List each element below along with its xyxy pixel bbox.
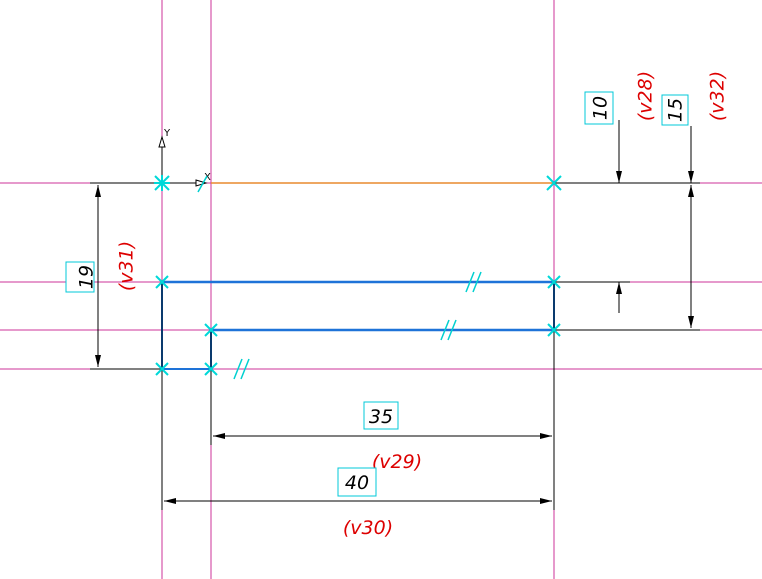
dimension-40-value[interactable]: 40 <box>345 472 369 494</box>
y-axis-label: Y <box>163 128 171 139</box>
dimension-15-variable: (v32) <box>707 71 729 121</box>
sketch-point[interactable] <box>547 275 561 289</box>
dimension-35-value[interactable]: 35 <box>369 406 393 428</box>
dimension-19[interactable]: 19 <box>65 261 98 293</box>
dimension-10-value[interactable]: 10 <box>590 96 612 120</box>
dimension-15-value[interactable]: 15 <box>665 98 687 122</box>
parallel-icon[interactable] <box>233 358 250 380</box>
dimension-lines <box>95 120 694 504</box>
sketch-point[interactable] <box>155 362 169 376</box>
dimension-15[interactable]: 15 <box>661 94 689 126</box>
sketch-point[interactable] <box>547 323 561 337</box>
dimension-19-variable: (v31) <box>116 241 138 291</box>
x-axis-label: X <box>204 172 211 183</box>
sketch-point[interactable] <box>204 362 218 376</box>
sketch-point[interactable] <box>204 323 218 337</box>
y-axis-arrow-icon <box>158 135 166 148</box>
dimension-19-value[interactable]: 19 <box>76 265 98 289</box>
x-axis-arrow-icon <box>195 179 208 187</box>
origin-axes: Y X <box>158 128 211 193</box>
dimension-10[interactable]: 10 <box>584 91 614 125</box>
dimension-40-variable: (v30) <box>343 517 393 539</box>
sketch-points <box>154 175 562 376</box>
dimension-10-variable: (v28) <box>635 71 657 121</box>
dimension-40[interactable]: 40 <box>337 467 377 497</box>
sketch-point[interactable] <box>546 175 562 191</box>
parallel-icon[interactable] <box>465 271 482 293</box>
sketch-point-origin[interactable] <box>154 175 170 191</box>
parallel-icon[interactable] <box>440 319 457 341</box>
sketch-geometry <box>161 182 555 370</box>
parallel-constraints <box>233 271 482 380</box>
dimension-35[interactable]: 35 <box>363 401 399 430</box>
dimension-35-variable: (v29) <box>372 451 422 473</box>
sketch-point[interactable] <box>155 275 169 289</box>
extension-lines <box>90 182 700 510</box>
